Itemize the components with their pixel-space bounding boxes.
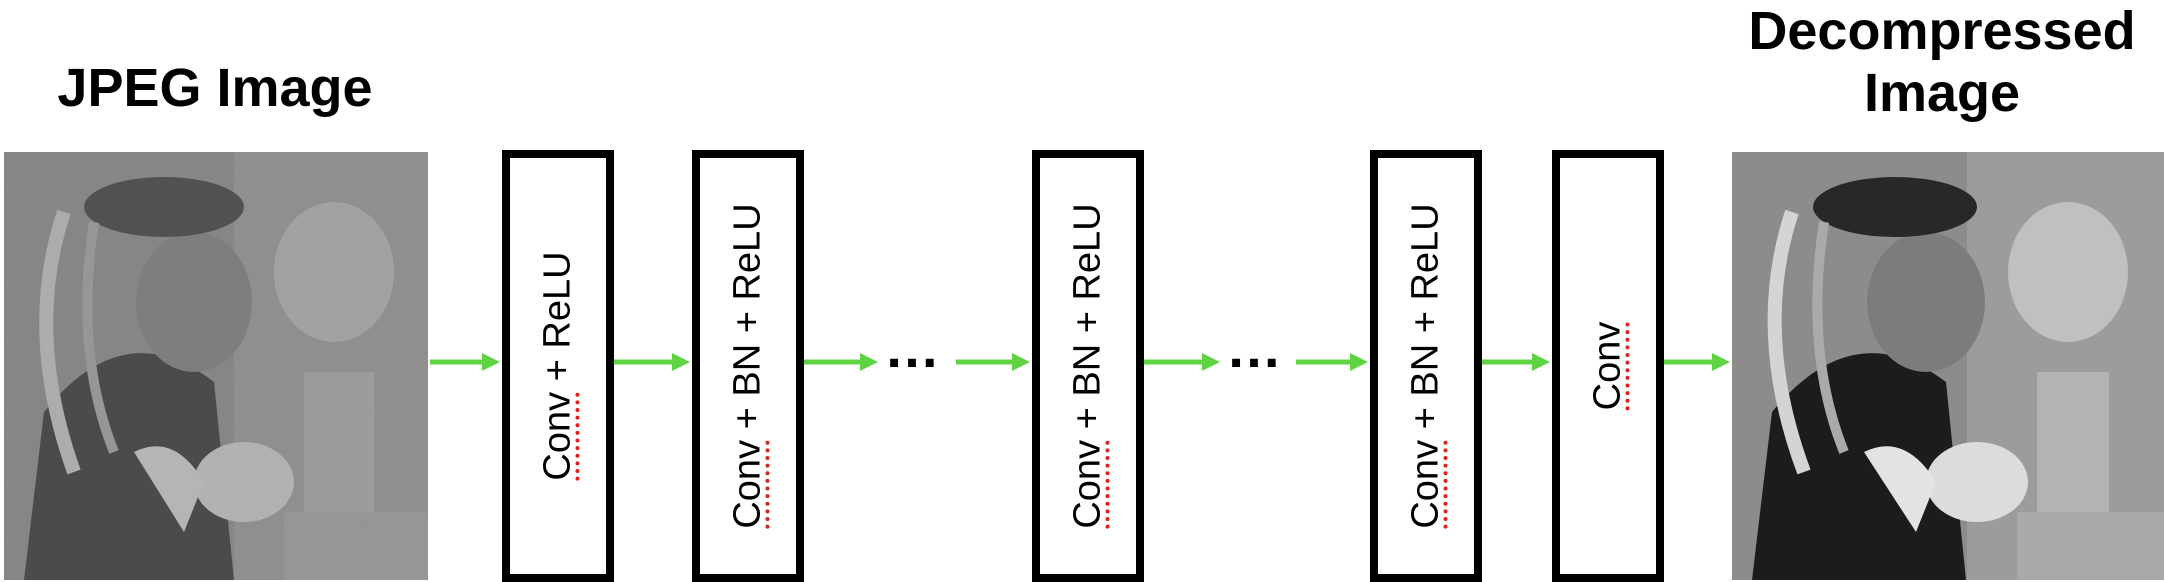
output-title-line-1: Decompressed — [1748, 1, 2136, 61]
arrow-block2-to-ellipsis1 — [804, 352, 878, 372]
arrow-block5-to-output — [1664, 352, 1730, 372]
ellipsis-1: … — [884, 316, 944, 379]
arrow-block1-to-block2 — [614, 352, 690, 372]
block-1-suffix: + ReLU — [536, 251, 579, 392]
output-title-line-2: Image — [1863, 63, 2021, 123]
block-4-suffix: + BN + ReLU — [1404, 203, 1447, 440]
block-3-suffix: + BN + ReLU — [1066, 203, 1109, 440]
block-1-conv-word: Conv — [536, 391, 579, 481]
conv-output-block: Conv — [1552, 150, 1664, 582]
arrow-ellipsis2-to-block4 — [1296, 352, 1368, 372]
arrow-ellipsis1-to-block3 — [956, 352, 1030, 372]
block-5-conv-word: Conv — [1586, 321, 1629, 411]
conv-bn-relu-block-3: Conv + BN + ReLU — [1370, 150, 1482, 582]
arrow-block3-to-ellipsis2 — [1144, 352, 1220, 372]
jpeg-input-photo — [4, 152, 428, 580]
ellipsis-2: … — [1226, 316, 1286, 379]
arrow-input-to-block1 — [430, 352, 500, 372]
block-4-conv-word: Conv — [1404, 439, 1447, 529]
block-3-conv-word: Conv — [1066, 439, 1109, 529]
arrow-block4-to-block5 — [1482, 352, 1550, 372]
conv-bn-relu-block-1: Conv + BN + ReLU — [692, 150, 804, 582]
conv-relu-block: Conv + ReLU — [502, 150, 614, 582]
output-image-title: Decompressed Image — [1720, 0, 2164, 124]
conv-bn-relu-block-2: Conv + BN + ReLU — [1032, 150, 1144, 582]
input-image-title: JPEG Image — [57, 58, 373, 118]
decompressed-output-photo — [1732, 152, 2164, 580]
block-2-suffix: + BN + ReLU — [726, 203, 769, 440]
block-2-conv-word: Conv — [726, 439, 769, 529]
